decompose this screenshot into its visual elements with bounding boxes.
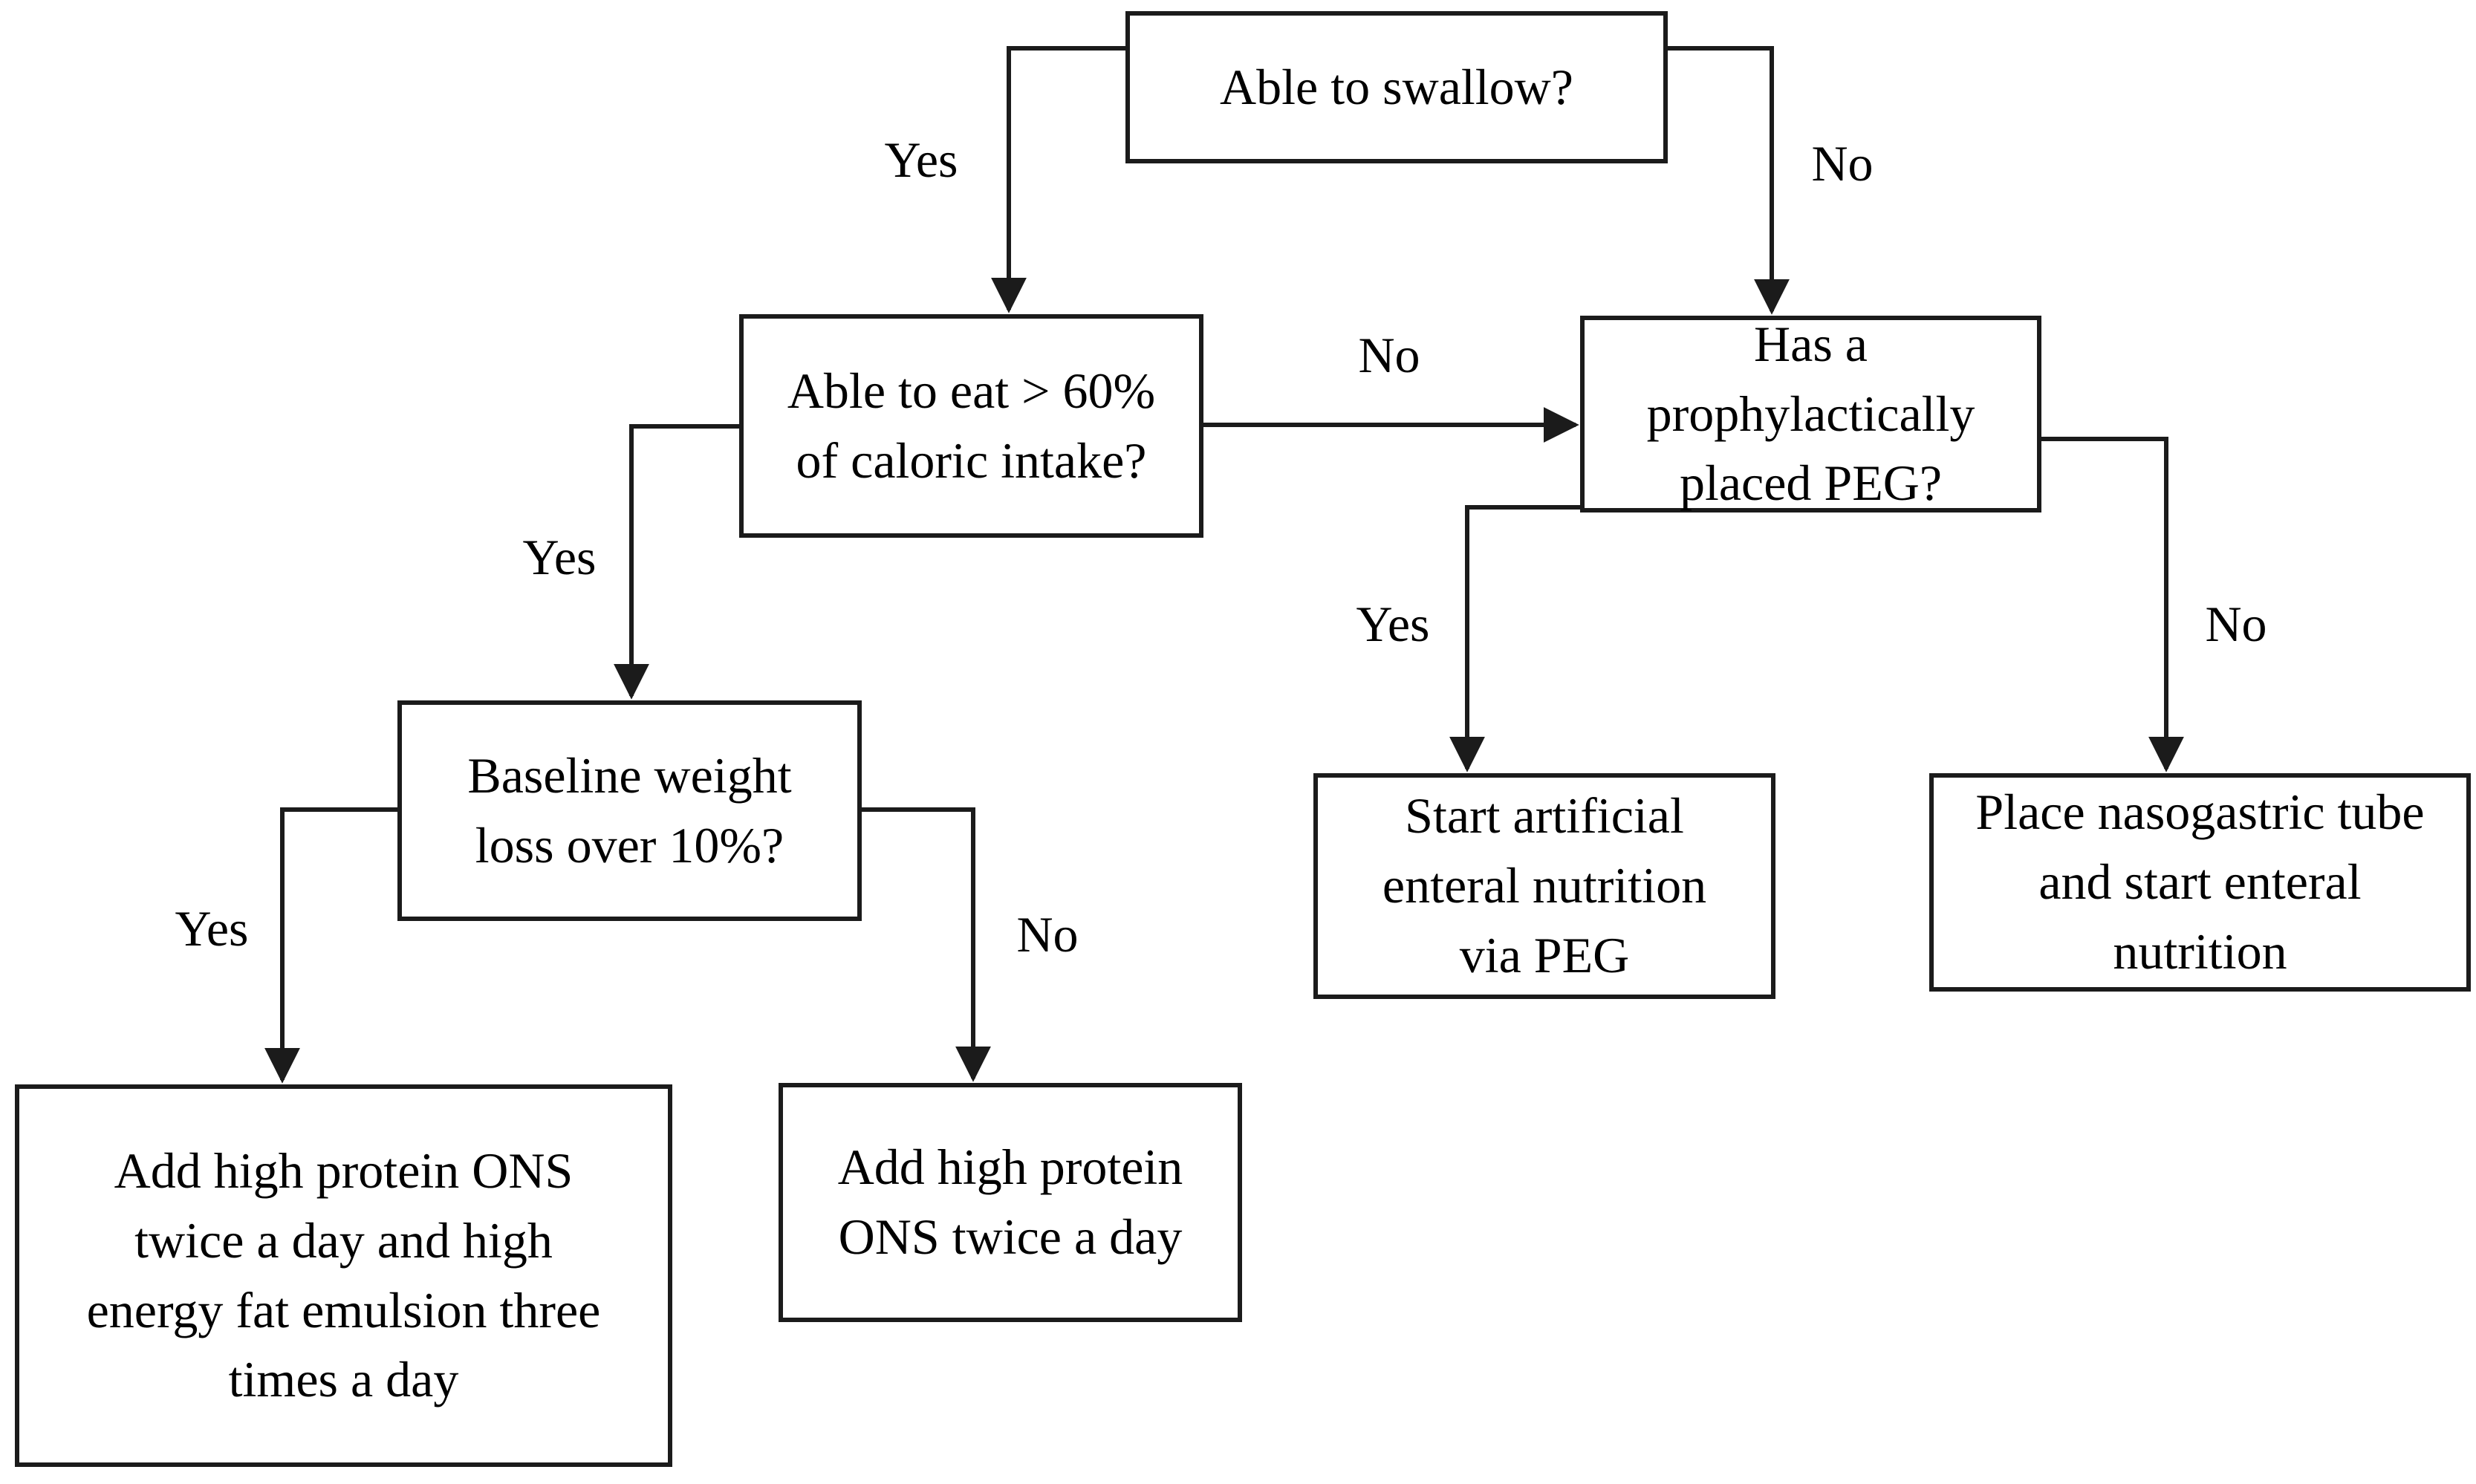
edge-label-peg-no: No [2205,596,2267,652]
edge-label-weight-yes: Yes [175,900,249,957]
edge-swallow-yes [991,46,1125,313]
node-able-to-eat: Able to eat > 60% of caloric intake? [739,314,1203,538]
edge-label-swallow-yes: Yes [884,131,958,188]
edge-label-eat-no: No [1358,327,1420,383]
edge-weight-no [862,807,991,1082]
edge-label-swallow-no: No [1811,135,1874,192]
edge-peg-no [2041,437,2184,772]
node-add-ons-small: Add high protein ONS twice a day [779,1083,1242,1322]
edge-eat-yes [614,424,739,700]
node-start-peg: Start artificial enteral nutrition via P… [1313,773,1775,999]
node-add-ons-big: Add high protein ONS twice a day and hig… [15,1084,672,1467]
node-baseline-weight: Baseline weight loss over 10%? [397,700,862,921]
edge-label-eat-yes: Yes [522,529,597,585]
edge-weight-yes [264,807,397,1084]
edge-peg-yes [1449,505,1580,772]
edge-label-weight-no: No [1016,906,1079,963]
node-able-to-swallow: Able to swallow? [1125,11,1668,163]
node-has-peg: Has a prophylactically placed PEG? [1580,316,2041,512]
node-place-ng: Place nasogastric tube and start enteral… [1929,773,2471,992]
edge-label-peg-yes: Yes [1356,596,1430,652]
edge-swallow-no [1668,46,1790,315]
